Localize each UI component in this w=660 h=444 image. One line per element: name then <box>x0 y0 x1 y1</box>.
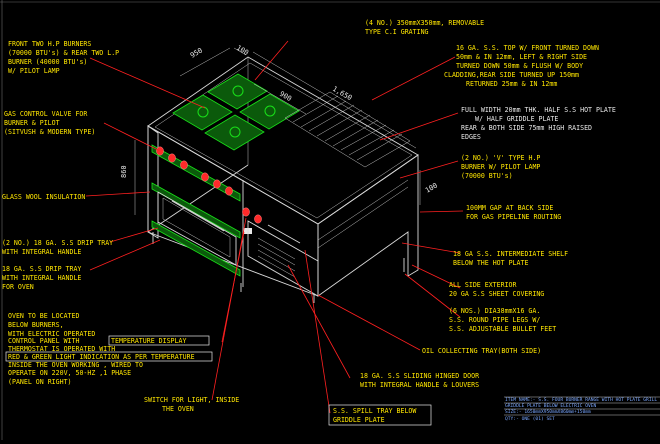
cabinet-front <box>247 220 319 297</box>
dimension-lines <box>134 47 421 215</box>
callout-drip-tray: (2 NO.) 18 GA. S.S DRIP TRAY WITH INTEGR… <box>2 239 117 256</box>
griddle-ridges <box>292 95 403 161</box>
oven-knob <box>242 207 250 217</box>
callout-gas-valve: GAS CONTROL VALVE FOR BURNER & PILOT (SI… <box>4 110 95 136</box>
knob <box>225 186 233 196</box>
temperature-display-box <box>108 335 210 346</box>
oven-door <box>157 191 237 266</box>
callout-exterior: ALL SIDE EXTERIOR 20 GA S.S SHEET COVERI… <box>449 281 544 298</box>
knob <box>213 179 221 189</box>
spill-tray-box <box>328 404 432 426</box>
callout-glass-wool: GLASS WOOL INSULATION <box>2 193 85 201</box>
callout-legs: (6 NOS.) DIA38mmX16 GA. S.S. ROUND PIPE … <box>449 307 556 333</box>
callout-oven: OVEN TO BE LOCATED BELOW BURNERS, WITH E… <box>8 312 199 386</box>
range-left-side-bottom <box>147 164 249 233</box>
burner-grates <box>172 73 300 151</box>
indication-box <box>5 351 213 362</box>
callout-drip-tray-oven: 18 GA. S.S DRIP TRAY WITH INTEGRAL HANDL… <box>2 265 85 291</box>
burner-grate <box>239 93 300 130</box>
range-top-inner-edge <box>154 62 413 219</box>
leader-lines <box>85 40 464 414</box>
knob <box>180 160 188 170</box>
range-drawing <box>147 56 419 303</box>
callout-spill-tray: S.S. SPILL TRAY BELOW GRIDDLE PLATE <box>333 407 420 424</box>
callout-top: 16 GA. S.S. TOP W/ FRONT TURNED DOWN 50m… <box>444 44 603 88</box>
callout-gap-back: 100MM GAP AT BACK SIDE FOR GAS PIPELINE … <box>466 204 561 221</box>
burner-grate <box>172 94 233 131</box>
oven-knob <box>254 214 262 224</box>
title-block-size: SIZE:- 1650mmX950mmX860mm+150mm <box>505 409 591 415</box>
burner-grate <box>207 73 268 110</box>
range-right-side <box>317 154 419 297</box>
legs <box>152 232 405 303</box>
title-block-qty: QTY:- ONE (01) SET <box>505 416 555 422</box>
callout-front-burners: FRONT TWO H.P BURNERS (70000 BTU's) & RE… <box>8 40 123 75</box>
callout-shelf: 18 GA S.S. INTERMEDIATE SHELF BELOW THE … <box>453 250 572 267</box>
title-block-item: GRIDDLE PLATE BELOW ELECTRIC OVEN <box>505 403 597 409</box>
burner-ring <box>264 105 276 117</box>
griddle-plate <box>284 91 411 168</box>
callout-oil-tray: OIL COLLECTING TRAY(BOTH SIDE) <box>422 347 541 355</box>
callout-v-burner: (2 NO.) 'V' TYPE H.P BURNER W/ PILOT LAM… <box>461 154 544 180</box>
burner-ring <box>229 126 241 138</box>
callout-grating: (4 NO.) 350mmX350mm, REMOVABLE TYPE C.I … <box>365 19 488 36</box>
dim-height: 860 <box>120 165 128 178</box>
knob <box>201 172 209 182</box>
oven-rail-bottom <box>151 220 241 277</box>
oven-door-handle <box>171 200 225 232</box>
louvers <box>257 237 296 284</box>
dim-width: 950 <box>189 46 204 59</box>
right-side-line-1 <box>317 179 409 241</box>
burner-ring <box>232 85 244 97</box>
oven-window <box>162 197 231 258</box>
dim-depth-left: 100 <box>235 44 250 57</box>
drawer-handle <box>267 224 301 244</box>
dim-gap: 100 <box>424 181 439 194</box>
callout-hot-plate: FULL WIDTH 20mm THK. HALF S.S HOT PLATE … <box>461 106 620 141</box>
burner-grate <box>204 114 265 151</box>
title-block-item: ITEM NAME:- S.S. FOUR BURNER RANGE WITH … <box>505 397 657 403</box>
oven-rail-top <box>151 182 241 239</box>
right-side-line-2 <box>317 186 409 249</box>
knob <box>168 153 176 163</box>
callout-door: 18 GA. S.S SLIDING HINGED DOOR WITH INTE… <box>360 372 483 389</box>
callout-light: SWITCH FOR LIGHT, INSIDE THE OVEN <box>144 396 243 413</box>
title-block: ITEM NAME:- S.S. FOUR BURNER RANGE WITH … <box>504 396 660 422</box>
